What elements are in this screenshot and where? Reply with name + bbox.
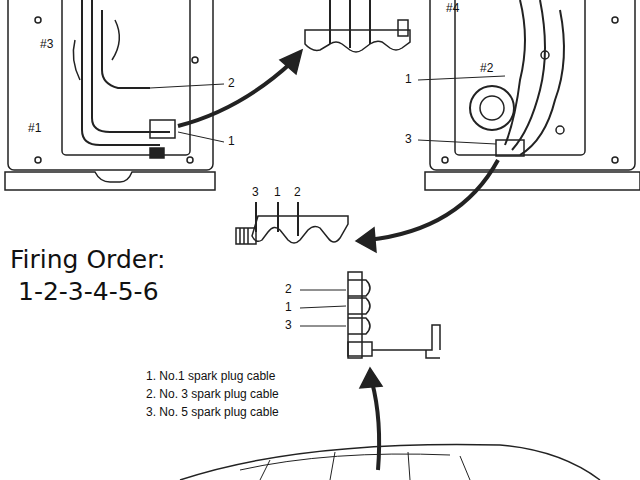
bolt	[187, 157, 193, 163]
leader-line	[300, 326, 346, 327]
arrowhead	[356, 228, 376, 252]
cable-clamp	[496, 140, 524, 156]
legend-note: 3. No. 5 spark plug cable	[146, 406, 279, 419]
leader-line	[300, 306, 346, 308]
arrow	[178, 62, 292, 126]
plug-cable	[520, 10, 564, 155]
cable	[329, 0, 331, 44]
firing-order-heading: Firing Order:	[10, 246, 165, 274]
leader-line	[150, 84, 224, 88]
cylinder-label: #1	[28, 122, 41, 135]
cable-clamp	[150, 120, 175, 138]
callout-number: 2	[294, 186, 301, 199]
bracket-base	[348, 342, 372, 356]
cylinder-head	[62, 0, 190, 155]
cylinder-label: #2	[480, 62, 493, 75]
firing-order-value: 1-2-3-4-5-6	[18, 278, 159, 306]
plug-cable	[92, 0, 170, 132]
bottom-rail	[5, 172, 215, 190]
plug-cable	[512, 0, 545, 150]
engine-outline	[240, 452, 470, 480]
plug-boot	[150, 148, 164, 158]
callout-number: 1	[405, 73, 412, 86]
bolt	[192, 57, 198, 63]
arrowhead	[280, 50, 302, 74]
callout-number: 1	[228, 135, 235, 148]
engine-outline	[180, 444, 600, 480]
callout-number: 2	[285, 283, 292, 296]
cable	[277, 202, 279, 232]
cable-holder	[252, 216, 348, 243]
arrow	[372, 382, 379, 470]
bolt	[556, 126, 564, 134]
bolt	[35, 157, 41, 163]
cable	[369, 0, 371, 44]
bolt	[35, 17, 41, 23]
coil	[470, 86, 514, 130]
cylinder-label: #3	[40, 38, 53, 51]
cable-slot	[348, 280, 370, 334]
callout-number: 3	[405, 133, 412, 146]
plug-cable	[505, 0, 525, 145]
engine-plate	[8, 0, 213, 170]
callout-number: 1	[274, 186, 281, 199]
bolt	[442, 157, 448, 163]
cable	[297, 202, 299, 236]
callout-number: 2	[228, 77, 235, 90]
arrow	[368, 160, 498, 240]
coil	[480, 96, 504, 120]
harness	[73, 20, 119, 80]
legend-note: 1. No.1 spark plug cable	[146, 370, 275, 383]
cylinder-label: #4	[446, 2, 459, 15]
leader-line	[418, 76, 505, 80]
bottom-rail	[425, 172, 640, 190]
plug-cable	[102, 10, 150, 88]
callout-number: 1	[285, 301, 292, 314]
bolt	[612, 157, 618, 163]
legend-note: 2. No. 3 spark plug cable	[146, 388, 279, 401]
cable-holder	[305, 30, 410, 52]
leader-line	[300, 290, 346, 291]
arrowhead	[360, 368, 382, 388]
bolt	[541, 51, 549, 59]
bolt	[612, 17, 618, 23]
bracket-arm	[372, 325, 440, 358]
clip	[236, 228, 256, 244]
callout-number: 3	[285, 319, 292, 332]
leader-line	[418, 140, 496, 144]
bracket	[348, 272, 362, 358]
leader-line	[178, 132, 224, 142]
callout-number: 3	[252, 186, 259, 199]
cable	[349, 0, 351, 48]
engine-plate	[430, 0, 635, 170]
clip	[398, 20, 408, 36]
